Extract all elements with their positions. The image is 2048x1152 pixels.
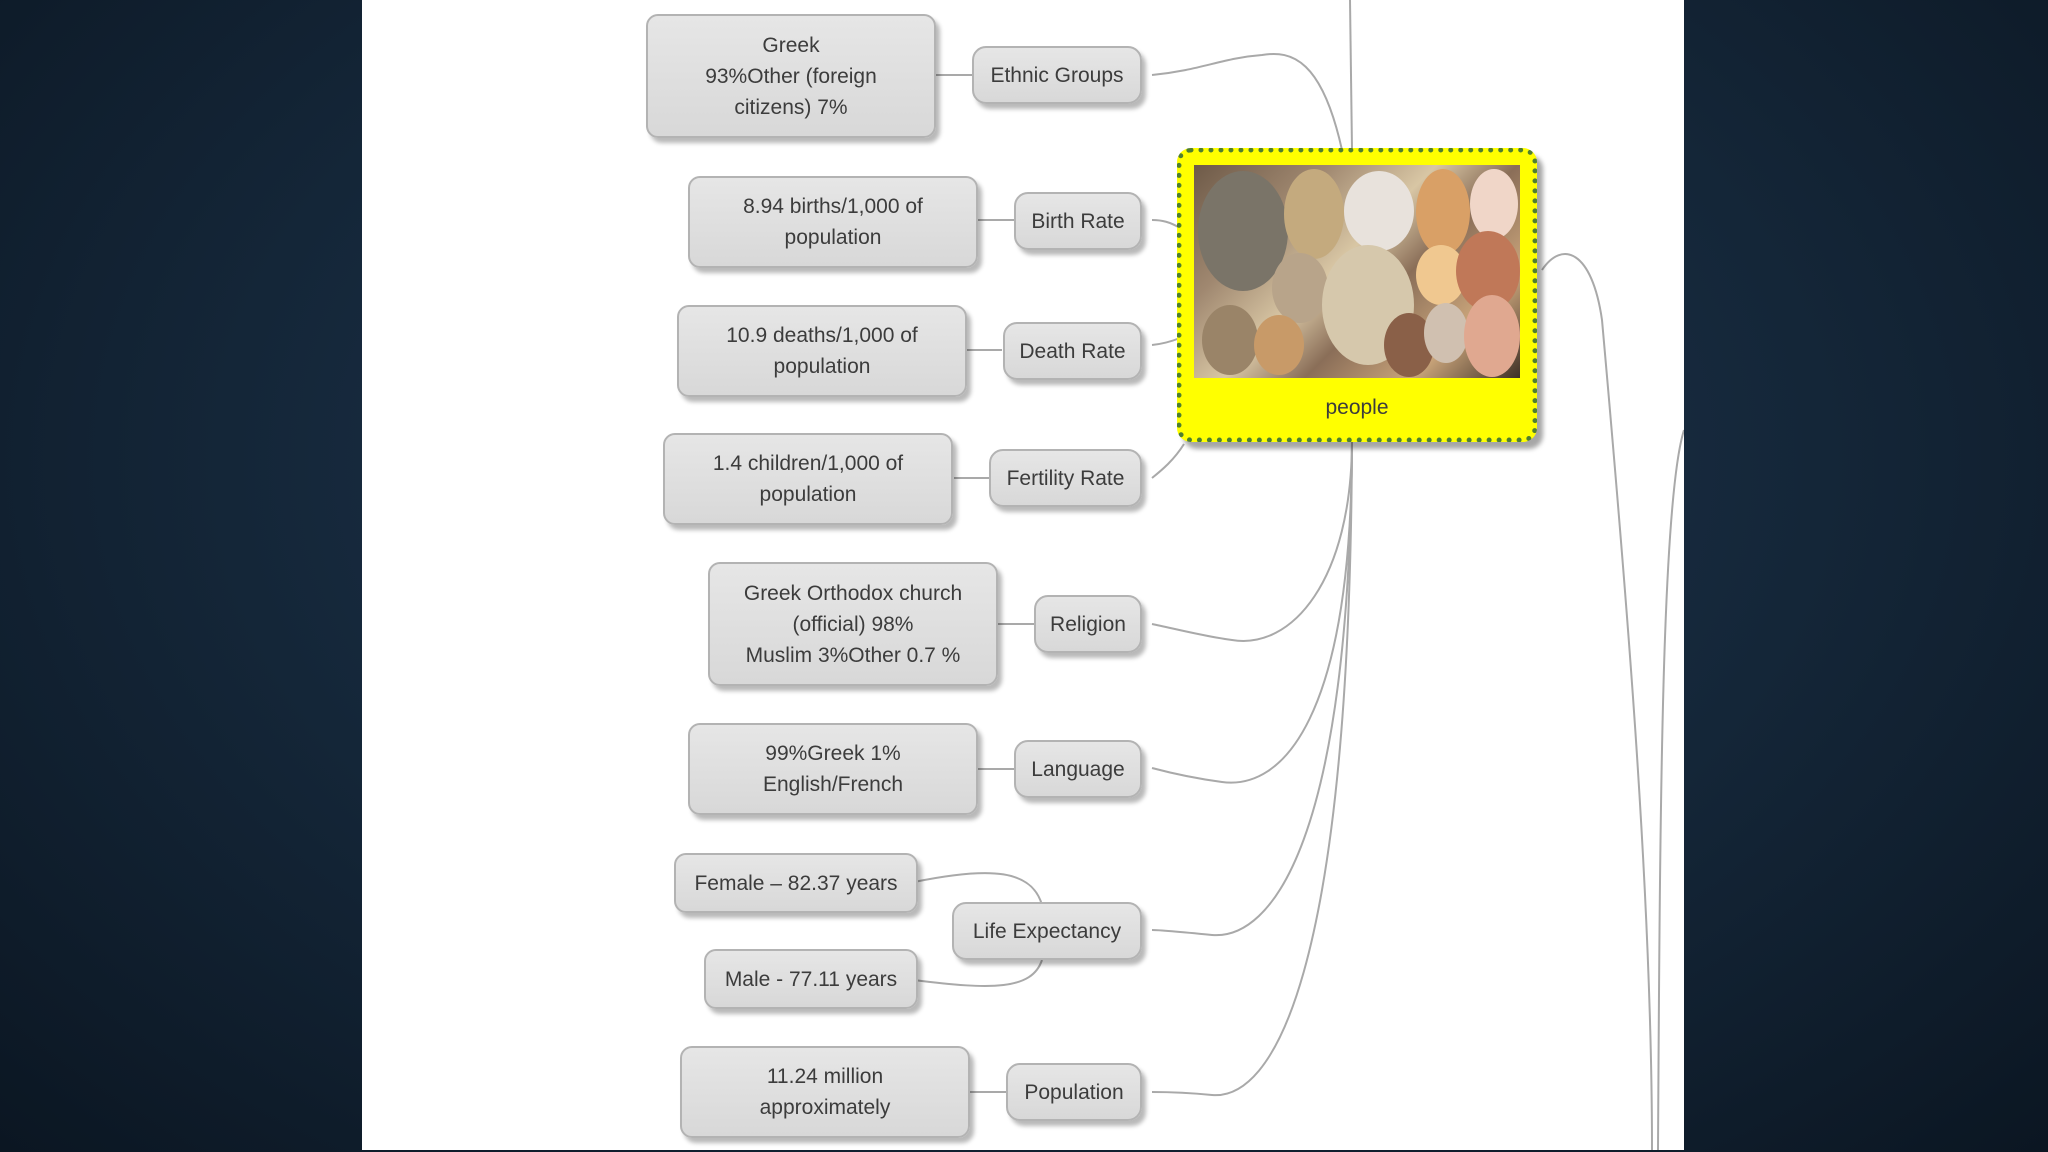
topic-population[interactable]: Population bbox=[1006, 1063, 1142, 1121]
detail-birth-rate[interactable]: 8.94 births/1,000 of population bbox=[688, 176, 978, 268]
topic-life-expectancy[interactable]: Life Expectancy bbox=[952, 902, 1142, 960]
slide-canvas: Greek 93%Other (foreign citizens) 7% Eth… bbox=[362, 0, 1684, 1150]
central-topic-people[interactable]: people bbox=[1177, 148, 1537, 442]
topic-ethnic-groups[interactable]: Ethnic Groups bbox=[972, 46, 1142, 104]
detail-language[interactable]: 99%Greek 1% English/French bbox=[688, 723, 978, 815]
detail-fertility-rate[interactable]: 1.4 children/1,000 of population bbox=[663, 433, 953, 525]
topic-fertility-rate[interactable]: Fertility Rate bbox=[989, 449, 1142, 507]
topic-birth-rate[interactable]: Birth Rate bbox=[1014, 192, 1142, 250]
central-topic-label: people bbox=[1325, 396, 1389, 419]
detail-life-female[interactable]: Female – 82.37 years bbox=[674, 853, 918, 913]
connector-lines bbox=[913, 0, 1684, 1150]
detail-death-rate[interactable]: 10.9 deaths/1,000 of population bbox=[677, 305, 967, 397]
people-collage-image bbox=[1194, 165, 1520, 378]
detail-ethnic-groups[interactable]: Greek 93%Other (foreign citizens) 7% bbox=[646, 14, 936, 138]
detail-population[interactable]: 11.24 million approximately bbox=[680, 1046, 970, 1138]
detail-life-male[interactable]: Male - 77.11 years bbox=[704, 949, 918, 1009]
topic-death-rate[interactable]: Death Rate bbox=[1003, 322, 1142, 380]
detail-religion[interactable]: Greek Orthodox church (official) 98% Mus… bbox=[708, 562, 998, 686]
topic-religion[interactable]: Religion bbox=[1034, 595, 1142, 653]
topic-language[interactable]: Language bbox=[1014, 740, 1142, 798]
